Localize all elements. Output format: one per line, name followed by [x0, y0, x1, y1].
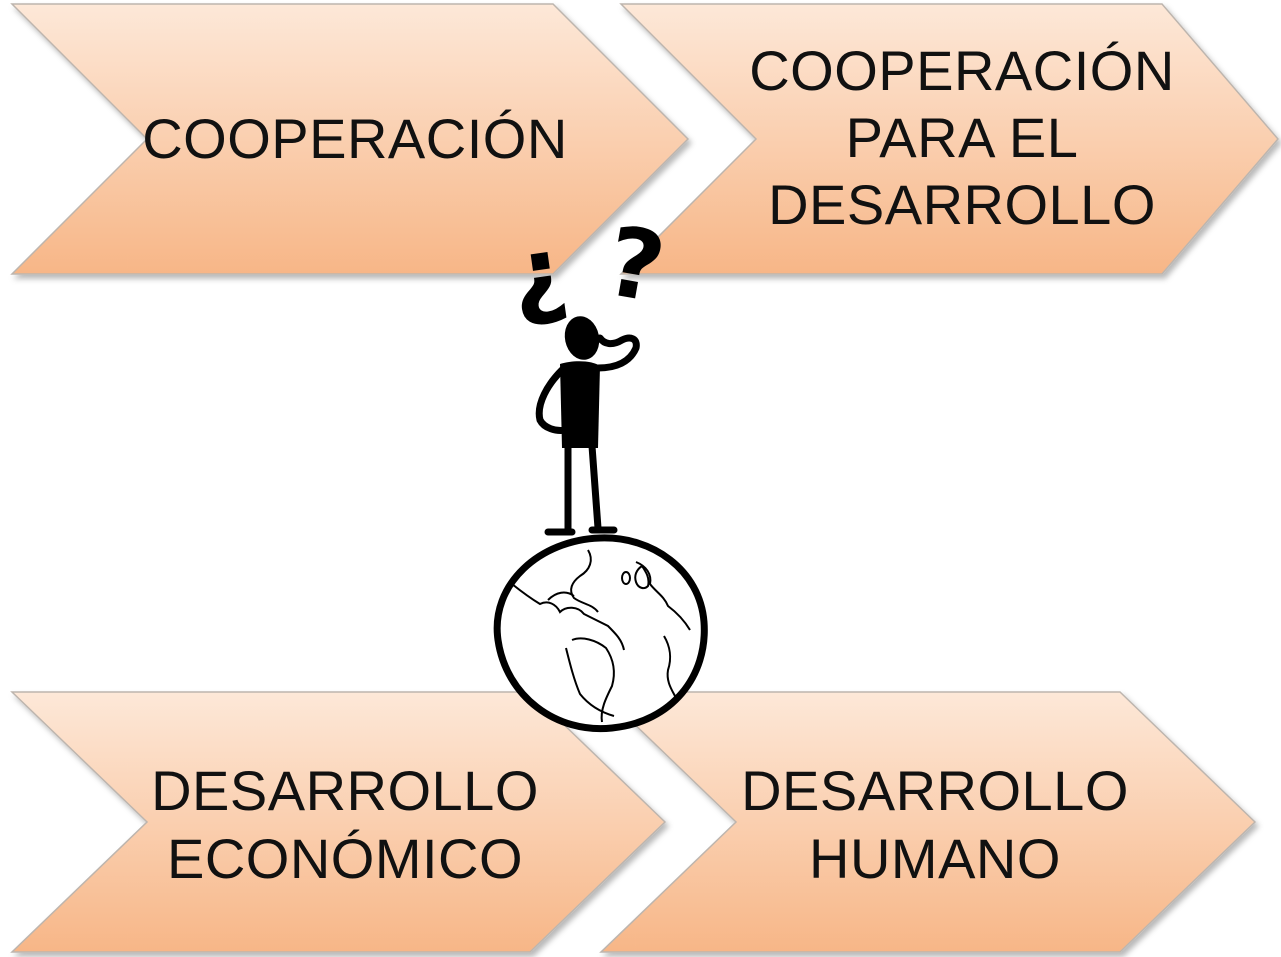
globe-icon [493, 534, 708, 733]
chevron-label-line-1: COOPERACIÓN [749, 39, 1175, 102]
thinking-person-icon [535, 316, 640, 536]
chevron-shape [10, 3, 690, 275]
question-mark: ? [598, 205, 672, 325]
thinking-person-on-globe-illustration: ¿ ? [493, 205, 708, 733]
chevron-label-line-1: DESARROLLO [741, 759, 1129, 822]
chevron-label-line-3: DESARROLLO [768, 173, 1156, 236]
chevron-desarrollo-economico: DESARROLLO ECONÓMICO [10, 691, 667, 953]
chevron-label: COOPERACIÓN [142, 107, 568, 170]
chevron-shape [10, 691, 667, 953]
chevron-label-line-2: PARA EL [846, 106, 1079, 169]
chevron-cooperacion: COOPERACIÓN [10, 3, 690, 275]
chevron-shape [599, 691, 1257, 953]
chevron-label-line-2: ECONÓMICO [167, 827, 523, 890]
chevron-desarrollo-humano: DESARROLLO HUMANO [599, 691, 1257, 953]
chevron-label-line-1: DESARROLLO [151, 759, 539, 822]
chevron-shape [619, 3, 1279, 275]
chevron-label-line-2: HUMANO [809, 827, 1061, 890]
chevron-cooperacion-para-el-desarrollo: COOPERACIÓN PARA EL DESARROLLO [619, 3, 1279, 275]
